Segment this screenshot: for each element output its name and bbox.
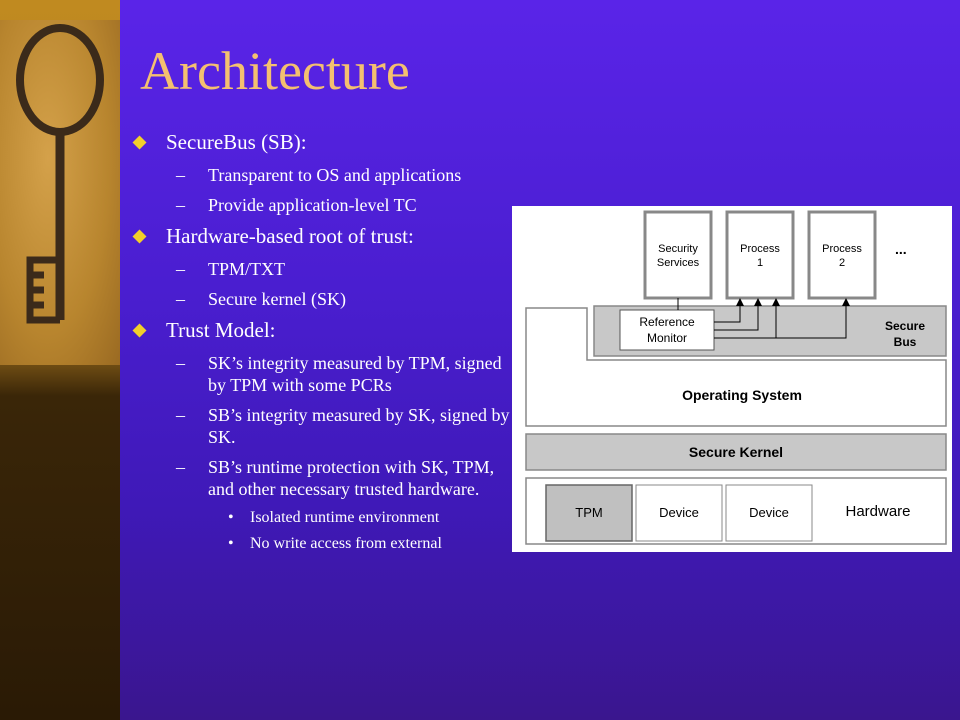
slide-title: Architecture [140, 41, 410, 101]
secure-kernel-box [525, 433, 947, 471]
process-2-box [807, 210, 877, 300]
tpm-label: TPM [575, 505, 602, 520]
bullet-list: SecureBus (SB): – Transparent to OS and … [130, 130, 510, 560]
sub-bullet-text: Provide application-level TC [208, 195, 417, 215]
device-box [725, 484, 813, 542]
more-processes-ellipsis: ... [895, 241, 907, 257]
sub-bullet-item: – Transparent to OS and applications [130, 164, 510, 186]
dot-icon: • [228, 535, 234, 552]
reference-monitor-label: Monitor [647, 331, 687, 345]
bullet-diamond-icon [132, 323, 147, 338]
hardware-label: Hardware [845, 503, 910, 520]
key-image [0, 20, 120, 365]
security-services-label: Services [657, 257, 700, 269]
security-services-box [643, 210, 713, 300]
security-services-label: Security [658, 243, 698, 255]
sub-bullet-item: – Secure kernel (SK) [130, 288, 510, 310]
connector-line [714, 298, 744, 323]
sub-sub-bullet-item: • Isolated runtime environment [130, 508, 510, 528]
dash-icon: – [176, 405, 185, 425]
bullet-text: SecureBus (SB): [166, 130, 307, 154]
sub-sub-bullet-text: Isolated runtime environment [250, 509, 440, 526]
secure-kernel-label: Secure Kernel [689, 444, 783, 460]
bullet-item: Hardware-based root of trust: [130, 224, 510, 249]
sub-bullet-item: – SB’s runtime protection with SK, TPM, … [130, 456, 510, 500]
dot-icon: • [228, 509, 234, 526]
sub-bullet-item: – SK’s integrity measured by TPM, signed… [130, 352, 510, 396]
sub-sub-bullet-item: • No write access from external [130, 534, 510, 554]
process-2-label: Process [822, 243, 862, 255]
sub-bullet-item: – SB’s integrity measured by SK, signed … [130, 404, 510, 448]
sub-bullet-text: TPM/TXT [208, 259, 286, 279]
device-box [635, 484, 723, 542]
sub-bullet-text: SK’s integrity measured by TPM, signed b… [208, 353, 502, 395]
bullet-text: Trust Model: [166, 318, 276, 342]
bullet-text: Hardware-based root of trust: [166, 224, 414, 248]
connector-line [714, 298, 762, 331]
architecture-diagram: Security Services Process 1 Process 2 ..… [512, 206, 952, 552]
sub-bullet-text: SB’s integrity measured by SK, signed by… [208, 405, 510, 447]
sub-bullet-text: Secure kernel (SK) [208, 289, 346, 309]
dash-icon: – [176, 289, 185, 309]
sub-sub-bullet-text: No write access from external [250, 535, 442, 552]
dash-icon: – [176, 353, 185, 373]
secure-bus-label: Secure [885, 319, 925, 333]
bullet-item: SecureBus (SB): [130, 130, 510, 155]
dash-icon: – [176, 457, 185, 477]
sub-bullet-item: – Provide application-level TC [130, 194, 510, 216]
os-outline [525, 307, 947, 427]
device-label: Device [749, 505, 789, 520]
bullet-diamond-icon [132, 135, 147, 150]
reference-monitor-box [619, 309, 715, 351]
bullet-diamond-icon [132, 229, 147, 244]
reference-monitor-label: Reference [639, 315, 695, 329]
secure-bus-label: Bus [894, 335, 917, 349]
dash-icon: – [176, 165, 185, 185]
dash-icon: – [176, 259, 185, 279]
operating-system-label: Operating System [682, 387, 802, 403]
sub-bullet-item: – TPM/TXT [130, 258, 510, 280]
bullet-item: Trust Model: [130, 318, 510, 343]
sub-bullet-text: SB’s runtime protection with SK, TPM, an… [208, 457, 495, 499]
dash-icon: – [176, 195, 185, 215]
process-2-label: 2 [839, 257, 845, 269]
connector-line [776, 298, 850, 339]
process-1-box [725, 210, 795, 300]
tpm-box [545, 484, 633, 542]
device-label: Device [659, 505, 699, 520]
process-1-label: 1 [757, 257, 763, 269]
process-1-label: Process [740, 243, 780, 255]
sub-bullet-text: Transparent to OS and applications [208, 165, 462, 185]
